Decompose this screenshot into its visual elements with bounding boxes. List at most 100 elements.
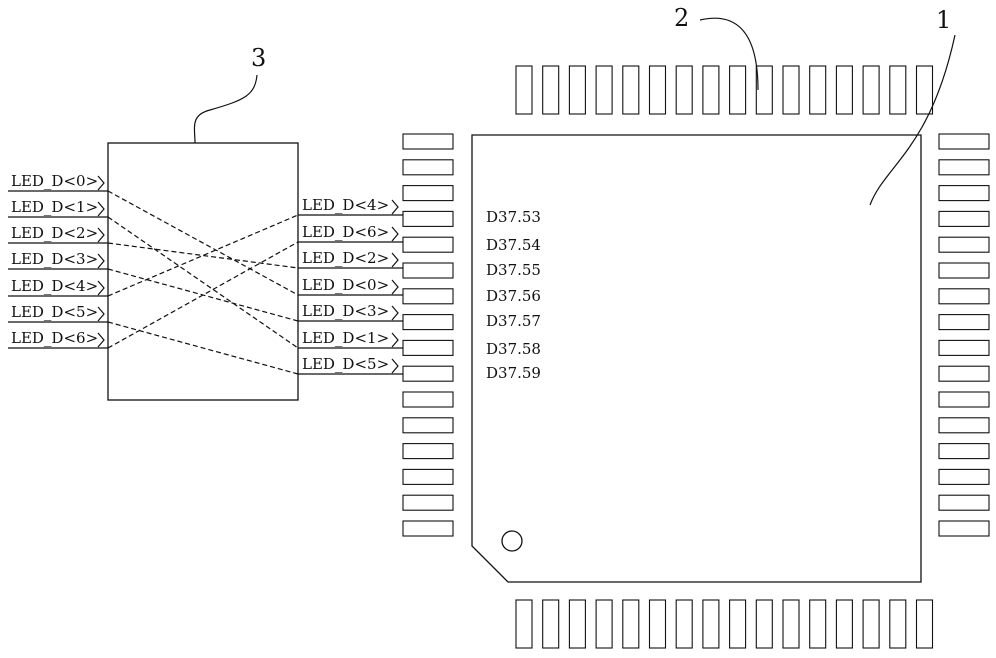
signal-arrow-icon [391,358,399,374]
right-pad [938,494,990,511]
top-pad [542,65,560,115]
chip-pin-label: D37.55 [486,261,541,279]
left-pad [402,391,454,408]
signal-arrow-icon [97,280,105,296]
callout-number-1: 1 [936,6,951,34]
callout-leader-3 [193,74,258,144]
signal-arrow-icon [391,332,399,348]
right-signal-label: LED_D<5> [302,355,389,373]
left-signal-label: LED_D<1> [11,198,98,216]
signal-crossing-line [107,321,299,375]
chip-pin-label: D37.59 [486,364,541,382]
bottom-pad [889,599,907,649]
right-pad [938,159,990,176]
right-pad [938,391,990,408]
signal-arrow-icon [391,226,399,242]
right-signal-label: LED_D<1> [302,329,389,347]
right-pad [938,365,990,382]
left-pad [402,443,454,460]
top-pad [782,65,800,115]
left-signal-column: LED_D<0>LED_D<1>LED_D<2>LED_D<3>LED_D<4>… [8,172,108,349]
right-pad [938,236,990,253]
right-pad [938,339,990,356]
top-pad [755,65,773,115]
bottom-pad [782,599,800,649]
callout-leader-2 [699,17,759,91]
callout-number-3: 3 [251,44,266,72]
top-pad-row [515,65,934,115]
bottom-pad [755,599,773,649]
top-pad [862,65,880,115]
signal-crossing-line [107,214,299,297]
chip-pin-label: D37.57 [486,312,541,330]
chip-pin-label: D37.56 [486,287,541,305]
left-pad [402,365,454,382]
signal-arrow-icon [97,306,105,322]
top-pad [515,65,533,115]
bottom-pad [568,599,586,649]
left-signal-label: LED_D<0> [11,172,98,190]
signal-crossing-line [107,241,299,349]
right-signal-label: LED_D<3> [302,302,389,320]
bottom-pad [595,599,613,649]
right-signal-column: LED_D<4>LED_D<6>LED_D<2>LED_D<0>LED_D<3>… [298,196,403,375]
left-pad [402,185,454,202]
signal-arrow-icon [97,201,105,217]
signal-arrow-icon [391,305,399,321]
left-signal-label: LED_D<5> [11,303,98,321]
left-pad [402,494,454,511]
top-pad [648,65,667,115]
bottom-pad [542,599,560,649]
chip-pin-label: D37.54 [486,236,541,254]
left-pad [402,417,454,434]
signal-arrow-icon [97,175,105,191]
top-pad [889,65,907,115]
signal-arrow-icon [391,252,399,268]
crossing-connections [107,190,299,375]
top-pad [702,65,720,115]
right-pad [938,185,990,202]
right-pad [938,288,990,305]
chip-body [471,134,922,583]
chip-pin-labels: D37.53D37.54D37.55D37.56D37.57D37.58D37.… [486,208,541,382]
right-signal-label: LED_D<6> [302,223,389,241]
mapping-block [107,142,299,401]
bottom-pad-row [515,599,934,649]
left-pad [402,314,454,331]
left-signal-label: LED_D<4> [11,277,98,295]
left-pad [402,236,454,253]
callout-leader-1 [869,34,956,206]
right-pad [938,314,990,331]
top-pad [595,65,613,115]
signal-arrow-icon [97,332,105,348]
bottom-pad [675,599,693,649]
left-pad-column [402,133,454,537]
bottom-pad [862,599,880,649]
bottom-pad [915,599,934,649]
right-pad [938,520,990,537]
bottom-pad [515,599,533,649]
right-pad [938,443,990,460]
top-pad [568,65,586,115]
right-signal-label: LED_D<0> [302,276,389,294]
top-pad [622,65,640,115]
signal-arrow-icon [97,253,105,269]
top-pad [915,65,934,115]
top-pad [729,65,747,115]
bottom-pad [729,599,747,649]
right-signal-label: LED_D<4> [302,196,389,214]
signal-arrow-icon [391,199,399,215]
left-pad [402,159,454,176]
bottom-pad [648,599,667,649]
right-pad [938,417,990,434]
signal-crossing-line [107,216,299,349]
bottom-pad [702,599,720,649]
right-pad [938,468,990,485]
bottom-pad [809,599,827,649]
left-pad [402,468,454,485]
right-pad-column [938,133,990,537]
left-signal-label: LED_D<2> [11,224,98,242]
left-pad [402,133,454,150]
right-pad [938,133,990,150]
